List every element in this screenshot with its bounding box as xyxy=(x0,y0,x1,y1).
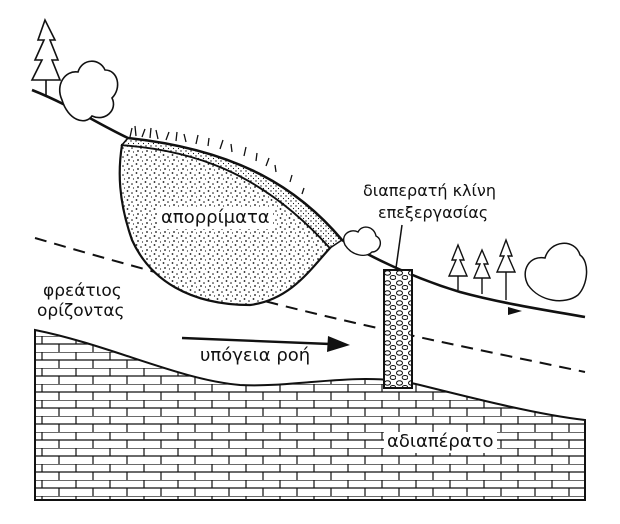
tree-icon xyxy=(30,17,62,95)
water-table-label-line1: φρεάτιος xyxy=(40,281,125,302)
water-table-line xyxy=(34,237,586,373)
treatment-bed-label-line1: διαπερατή κλίνη xyxy=(360,181,499,201)
ground-surface xyxy=(31,88,586,319)
bush-icon xyxy=(58,60,119,122)
bush-icon xyxy=(343,226,382,257)
waste-label: απορρίματα xyxy=(158,207,273,229)
impermeable-label: αδιαπέρατο xyxy=(384,431,497,453)
tree-icon xyxy=(447,238,517,300)
grass-icon xyxy=(129,125,305,195)
arrow-right-icon xyxy=(181,336,350,352)
groundwater-flow-label: υπόγεια ροή xyxy=(200,345,311,366)
flow-arrowhead-surface xyxy=(508,307,522,315)
water-table-label-line2: ορίζοντας xyxy=(34,301,128,322)
impermeable-layer xyxy=(34,328,586,501)
treatment-bed-label-line2: επεξεργασίας xyxy=(375,203,492,223)
bush-icon xyxy=(524,242,588,302)
treatment-bed-column xyxy=(383,269,413,389)
label-pointer xyxy=(395,224,403,269)
